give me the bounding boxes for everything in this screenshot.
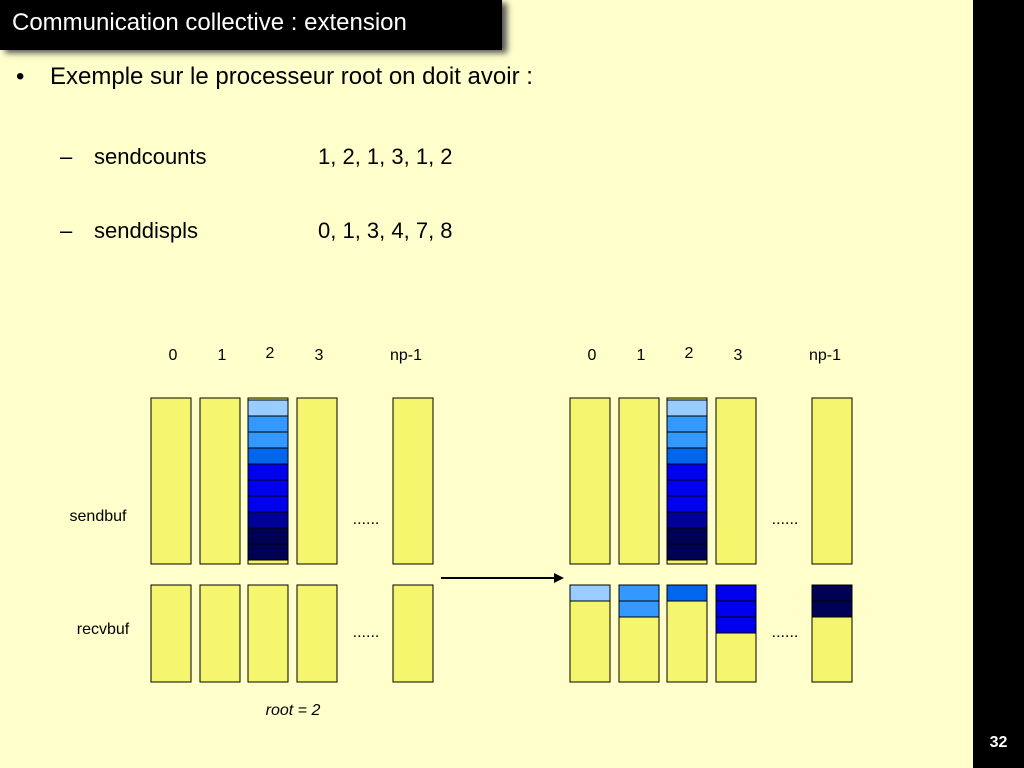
column-label: 2 [685, 345, 694, 362]
sendbuf-segment [666, 511, 708, 529]
sendbuf-label: sendbuf [70, 508, 127, 525]
sendbuf-segment [247, 463, 289, 481]
ellipsis: ...... [772, 624, 799, 641]
sendbuf-column [296, 397, 338, 565]
recvbuf-segment [569, 584, 611, 602]
sendbuf-column [715, 397, 757, 565]
recvbuf-segment [715, 600, 757, 618]
sendbuf-column [392, 397, 434, 565]
sendbuf-column [618, 397, 660, 565]
sendcounts-value: 1, 2, 1, 3, 1, 2 [318, 144, 453, 169]
recvbuf-segment [811, 584, 853, 602]
sub-item-marker: – [60, 144, 73, 169]
senddispls-label: senddispls [94, 218, 198, 243]
sendbuf-column [569, 397, 611, 565]
sendbuf-segment [247, 399, 289, 417]
column-label: 0 [169, 347, 178, 364]
recvbuf-column [392, 584, 434, 683]
column-label: np-1 [809, 347, 841, 364]
recvbuf-segment [715, 616, 757, 634]
column-label: 0 [588, 347, 597, 364]
column-label: 1 [637, 347, 646, 364]
sendbuf-segment [247, 543, 289, 561]
slide-title: Communication collective : extension [12, 9, 407, 36]
sendbuf-column [150, 397, 192, 565]
sendbuf-segment [666, 495, 708, 513]
column-label: 3 [734, 347, 743, 364]
column-label: 3 [315, 347, 324, 364]
root-label: root = 2 [266, 702, 321, 719]
recvbuf-segment [618, 584, 660, 602]
sendbuf-segment [666, 463, 708, 481]
bullet-marker: • [16, 63, 25, 90]
ellipsis: ...... [353, 624, 380, 641]
senddispls-value: 0, 1, 3, 4, 7, 8 [318, 218, 453, 243]
ellipsis: ...... [353, 511, 380, 528]
sendbuf-segment [247, 479, 289, 497]
sendbuf-segment [666, 431, 708, 449]
sendbuf-column [199, 397, 241, 565]
recvbuf-segment [715, 584, 757, 602]
sendbuf-segment [666, 399, 708, 417]
recvbuf-segment [811, 600, 853, 618]
column-label: np-1 [390, 347, 422, 364]
recvbuf-segment [666, 584, 708, 602]
recvbuf-label: recvbuf [77, 621, 130, 638]
sendbuf-segment [247, 527, 289, 545]
column-label: 1 [218, 347, 227, 364]
sendcounts-label: sendcounts [94, 144, 207, 169]
sendbuf-segment [666, 479, 708, 497]
page-number: 32 [989, 734, 1008, 751]
sendbuf-segment [247, 495, 289, 513]
column-label: 2 [266, 345, 275, 362]
recvbuf-column [296, 584, 338, 683]
ellipsis: ...... [772, 511, 799, 528]
sendbuf-segment [247, 415, 289, 433]
sendbuf-column [811, 397, 853, 565]
sendbuf-segment [666, 527, 708, 545]
bullet-text: Exemple sur le processeur root on doit a… [50, 63, 533, 90]
sendbuf-segment [247, 511, 289, 529]
recvbuf-column [150, 584, 192, 683]
recvbuf-column [199, 584, 241, 683]
right-sidebar [973, 0, 1024, 768]
sendbuf-segment [666, 543, 708, 561]
sendbuf-segment [247, 447, 289, 465]
sendbuf-segment [247, 431, 289, 449]
sendbuf-segment [666, 447, 708, 465]
sub-item-marker: – [60, 218, 73, 243]
title-bar: Communication collective : extension [0, 0, 502, 50]
recvbuf-column [247, 584, 289, 683]
sendbuf-segment [666, 415, 708, 433]
arrow-head [554, 573, 564, 583]
recvbuf-segment [618, 600, 660, 618]
